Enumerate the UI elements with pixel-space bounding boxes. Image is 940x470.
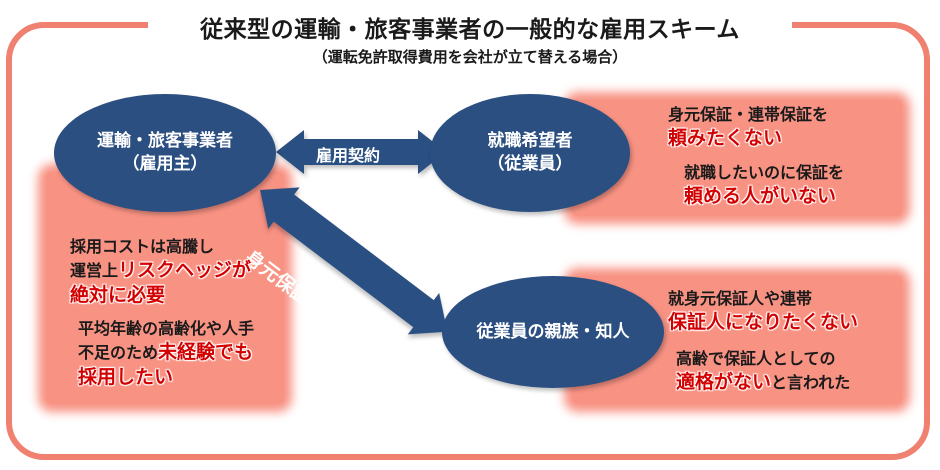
- page-title: 従来型の運輸・旅客事業者の一般的な雇用スキーム: [200, 16, 740, 43]
- employer-issue-aging: 平均年齢の高齢化や人手 不足のため未経験でも 採用したい: [78, 319, 255, 389]
- relatives-node-name: 従業員の親族・知人: [476, 321, 630, 342]
- contract-arrow-label: 雇用契約: [316, 146, 381, 165]
- employer-node-role: （雇用主）: [122, 154, 208, 174]
- employer-node-name: 運輸・旅客事業者: [97, 131, 233, 152]
- relatives-issue-ineligible: 高齢で保証人としての 適格がないと言われた: [676, 349, 851, 393]
- relatives-issue-unwilling: 就身元保証人や連帯 保証人になりたくない: [668, 289, 859, 333]
- employer-issue-cost: 採用コストは高騰し 運営上リスクヘッジが 絶対に必要: [70, 237, 252, 307]
- employer-node: 運輸・旅客事業者 （雇用主）: [54, 94, 276, 212]
- guarantee-arrow: [260, 187, 448, 335]
- applicant-node: 就職希望者 （従業員）: [430, 94, 630, 212]
- page-subtitle: （運転免許取得費用を会社が立て替える場合）: [312, 48, 628, 66]
- relatives-node: 従業員の親族・知人: [442, 276, 664, 388]
- contract-arrow: [276, 130, 446, 174]
- applicant-issue-no-guarantor: 就職したいのに保証を 頼める人がいない: [684, 163, 845, 207]
- applicant-node-role: （従業員）: [487, 154, 573, 174]
- applicant-issue-reluctant: 身元保証・連帯保証を 頼みたくない: [668, 105, 829, 149]
- title-area: 従来型の運輸・旅客事業者の一般的な雇用スキーム （運転免許取得費用を会社が立て替…: [148, 4, 792, 70]
- applicant-node-name: 就職希望者: [487, 131, 573, 152]
